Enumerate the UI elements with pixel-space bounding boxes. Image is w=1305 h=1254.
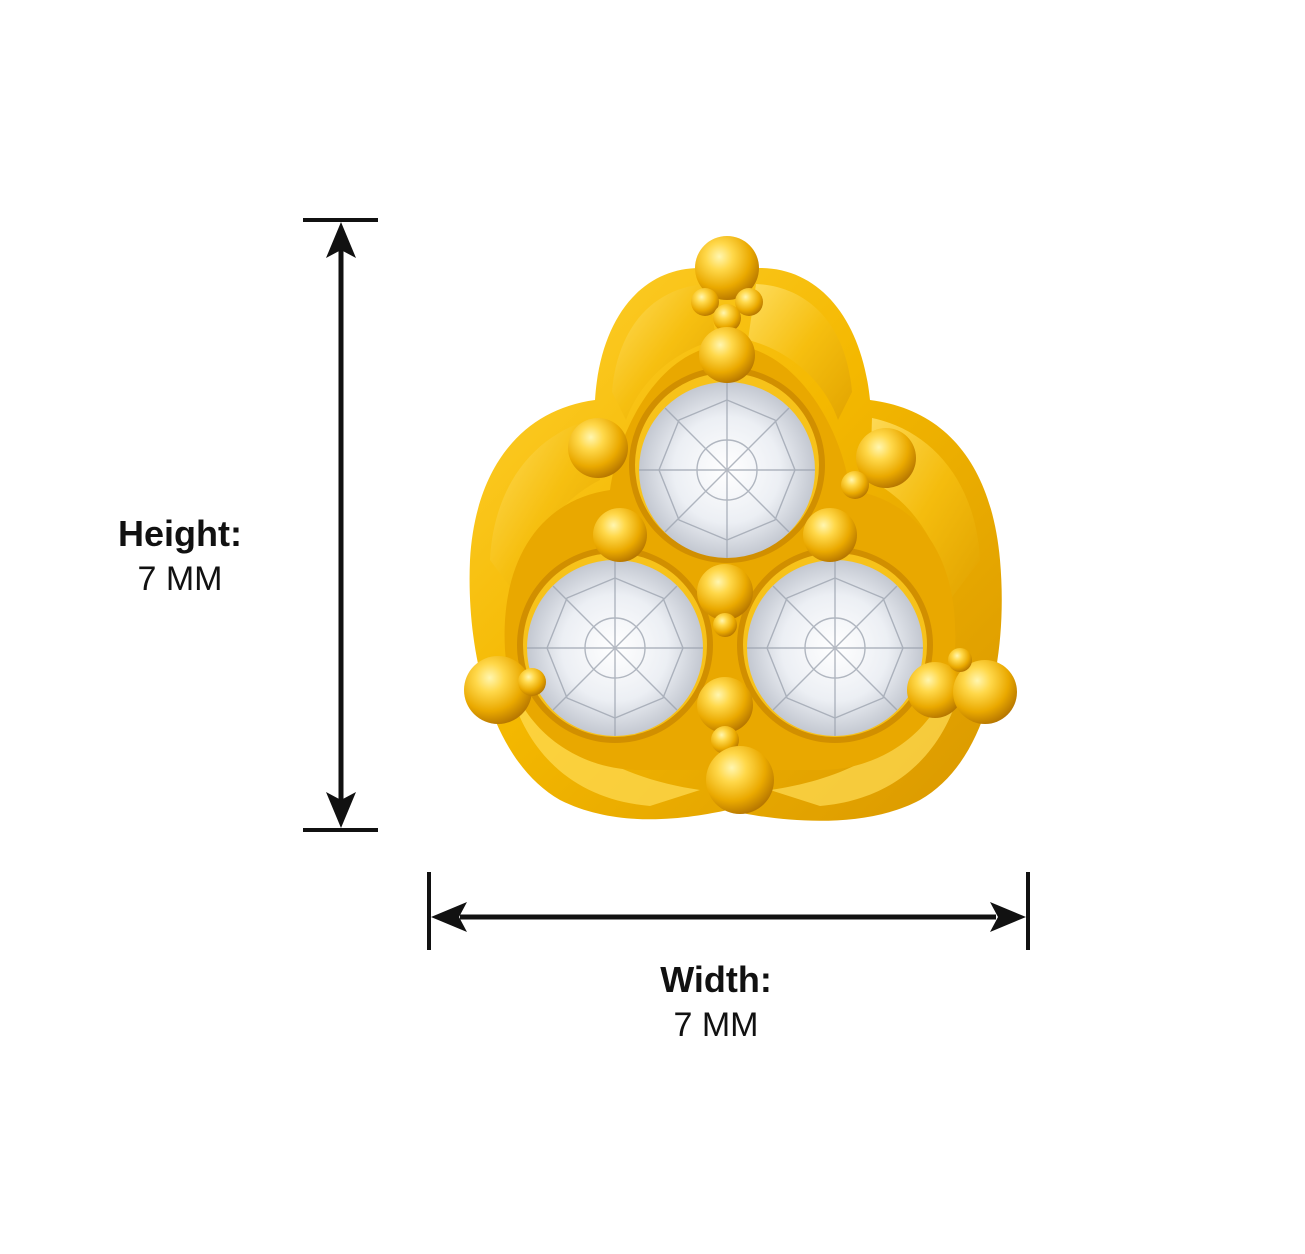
width-title: Width: bbox=[660, 959, 772, 1000]
gold-beads bbox=[464, 236, 1017, 814]
left-diamond bbox=[527, 560, 703, 736]
height-dimension-line bbox=[303, 218, 378, 832]
right-diamond bbox=[747, 560, 923, 736]
height-value: 7 MM bbox=[137, 560, 223, 598]
height-title: Height: bbox=[118, 513, 242, 554]
width-dimension-line bbox=[427, 872, 1030, 950]
width-value: 7 MM bbox=[673, 1006, 759, 1044]
height-label: Height: 7 MM bbox=[80, 512, 280, 602]
three-stone-stud-earring-icon bbox=[464, 236, 1017, 821]
width-label: Width: 7 MM bbox=[616, 958, 816, 1048]
top-diamond bbox=[639, 382, 815, 558]
